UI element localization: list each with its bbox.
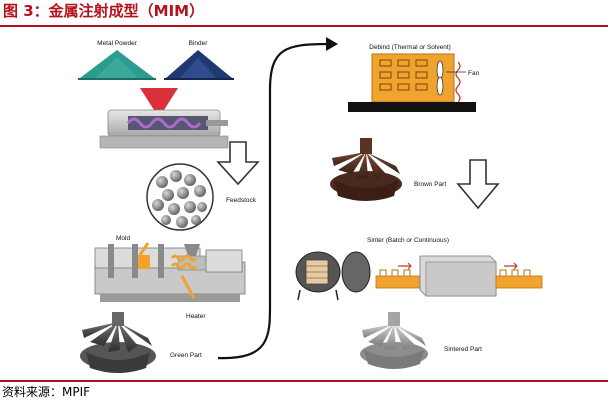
- down-arrow-icon: [216, 141, 260, 186]
- injection-molding-machine-icon: [94, 244, 246, 302]
- binder-pile-icon: [164, 50, 234, 80]
- figure-title: 图 3：金属注射成型（MIM）: [3, 2, 205, 20]
- feedstock-label: Feedstock: [226, 197, 257, 204]
- sintered-part-impeller-icon: [360, 312, 428, 369]
- brown-part-impeller-icon: [330, 138, 402, 201]
- metal-powder-pile-icon: [78, 50, 156, 80]
- title-rule: [0, 25, 608, 27]
- metal-powder-label: Metal Powder: [97, 40, 138, 47]
- heater-label: Heater: [186, 313, 206, 320]
- fan-label: Fan: [468, 70, 480, 77]
- mold-label: Mold: [116, 235, 130, 242]
- sinter-label: Sinter (Batch or Continuous): [367, 237, 449, 244]
- binder-label: Binder: [189, 40, 209, 47]
- flow-arrowhead-icon: [326, 37, 338, 51]
- sinter-furnace-icon: [295, 251, 543, 301]
- heater-pointer: [180, 275, 196, 299]
- feedstock-pellets-icon: [146, 163, 214, 231]
- process-flow-arrow: [217, 42, 329, 360]
- mixer-extruder-icon: [99, 88, 229, 149]
- debind-oven-icon: [348, 53, 476, 112]
- brown-part-label: Brown Part: [414, 181, 446, 188]
- mold-block-icon: [138, 255, 150, 269]
- green-part-label: Green Part: [170, 352, 202, 359]
- sintered-part-label: Sintered Part: [444, 346, 482, 353]
- debind-label: Debind (Thermal or Solvent): [369, 44, 451, 51]
- mim-process-diagram: Metal Powder Binder Feedstock: [78, 37, 543, 373]
- green-part-impeller-icon: [80, 312, 156, 373]
- down-arrow-icon: [456, 159, 500, 210]
- footer-rule: [0, 380, 608, 382]
- mold-pointer: [138, 242, 150, 256]
- source-note: 资料来源：MPIF: [2, 385, 91, 399]
